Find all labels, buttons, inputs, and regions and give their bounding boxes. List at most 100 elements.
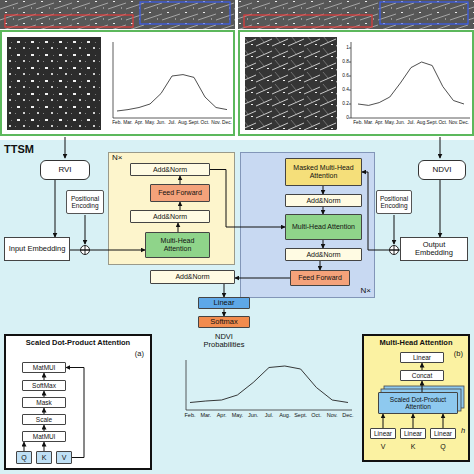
add-symbol bbox=[81, 246, 90, 255]
operation-box: MatMUl bbox=[22, 431, 66, 442]
axis-tick: 0.2 bbox=[342, 101, 349, 106]
masked-attention-box: Masked Multi-Head Attention bbox=[285, 158, 362, 186]
connector bbox=[443, 414, 444, 428]
add-symbol bbox=[390, 246, 399, 255]
box-label: Feed Forward bbox=[158, 189, 202, 197]
month-label: May. bbox=[385, 120, 395, 125]
ttsm-panel: TTSMRVINDVIPositional EncodingPositional… bbox=[0, 140, 474, 474]
box-label: Add&Norm bbox=[153, 166, 187, 174]
panel-tag: (a) bbox=[135, 350, 144, 358]
month-label: Sept. bbox=[294, 412, 307, 418]
box-label: NDVI bbox=[432, 166, 451, 175]
chart-curve bbox=[117, 75, 227, 111]
connector bbox=[66, 368, 84, 458]
inset-panel: Scaled Dot-Product Attention(a)MatMUlSof… bbox=[4, 334, 152, 470]
connector bbox=[235, 278, 290, 279]
axis-tick: 0.6 bbox=[342, 73, 349, 78]
month-label: Apr. bbox=[217, 412, 227, 418]
month-label: Apr. bbox=[135, 120, 144, 125]
month-label: Jul. bbox=[265, 412, 274, 418]
box-label: Feed Forward bbox=[298, 274, 342, 282]
month-label: Feb. bbox=[353, 120, 363, 125]
connector bbox=[180, 176, 181, 184]
input-letter: K bbox=[411, 443, 416, 451]
positional-encoding-box: Positional Encoding bbox=[66, 190, 104, 214]
connector bbox=[422, 363, 423, 370]
concat-box: Concat bbox=[400, 370, 444, 381]
month-label: Mar. bbox=[123, 120, 132, 125]
box-label: Add&Norm bbox=[306, 251, 340, 259]
region-box bbox=[380, 2, 468, 24]
embedding-box: Output Embedding bbox=[400, 237, 468, 261]
month-label: Jul. bbox=[168, 120, 175, 125]
input-index-box: RVI bbox=[40, 160, 90, 180]
flow-arrow bbox=[394, 215, 395, 244]
box-label: Positional Encoding bbox=[69, 195, 101, 209]
output-caption: NDVI Probabilities bbox=[199, 333, 249, 350]
box-label: Linear bbox=[413, 354, 431, 361]
attention-box: Multi-Head Attention bbox=[285, 214, 362, 240]
month-label: Aug. bbox=[279, 412, 290, 418]
month-label: Jul. bbox=[407, 120, 414, 125]
chart-axis bbox=[113, 42, 232, 118]
month-label: May. bbox=[145, 120, 155, 125]
month-label: Feb. bbox=[184, 412, 195, 418]
input-box: K bbox=[36, 451, 52, 464]
axis-tick: 0.8 bbox=[342, 59, 349, 64]
month-label: Jun. bbox=[156, 120, 165, 125]
satellite-image bbox=[0, 0, 235, 29]
feed-forward-box: Feed Forward bbox=[290, 270, 350, 286]
box-label: Masked Multi-Head Attention bbox=[288, 164, 359, 179]
positional-encoding-box: Positional Encoding bbox=[376, 190, 412, 214]
input-box: V bbox=[56, 451, 72, 464]
region-box bbox=[244, 15, 372, 27]
stack-layer bbox=[381, 389, 461, 411]
flow-arrow bbox=[65, 137, 66, 158]
box-label: RVI bbox=[58, 166, 71, 175]
month-label: Jun. bbox=[396, 120, 405, 125]
month-label: May. bbox=[232, 412, 244, 418]
chart-axis bbox=[349, 42, 470, 118]
axis-tick: 0.4 bbox=[342, 87, 349, 92]
month-label: Mar. bbox=[200, 412, 211, 418]
operation-box: MatMUl bbox=[22, 362, 66, 373]
box-label: Add&Norm bbox=[306, 197, 340, 205]
axis-tick: 1 bbox=[346, 45, 349, 50]
linear-box: Linear bbox=[370, 428, 396, 439]
add-norm-box: Add&Norm bbox=[285, 248, 362, 261]
box-label: K bbox=[42, 454, 47, 462]
decoder-block: N×Masked Multi-Head AttentionAdd&NormMul… bbox=[240, 152, 375, 298]
input-letter: V bbox=[381, 443, 386, 451]
connector bbox=[44, 373, 45, 380]
box-label: Mask bbox=[36, 399, 52, 406]
box-label: Add&Norm bbox=[175, 273, 209, 281]
box-label: Input Embedding bbox=[9, 245, 66, 253]
connector bbox=[44, 442, 45, 451]
connector bbox=[44, 425, 45, 431]
month-label: Feb. bbox=[112, 120, 122, 125]
connector bbox=[180, 202, 181, 210]
month-label: Sept. bbox=[188, 120, 199, 125]
region-box bbox=[5, 15, 133, 27]
operation-box: SoftMax bbox=[22, 380, 66, 391]
connector bbox=[44, 408, 45, 414]
connector bbox=[323, 240, 324, 248]
flow-arrow bbox=[85, 215, 86, 244]
connector bbox=[224, 284, 225, 297]
panel-tag: (b) bbox=[454, 350, 463, 358]
connector bbox=[383, 414, 384, 428]
month-label: Nov. bbox=[449, 120, 459, 125]
inset-panel: Multi-Head Attention(b)LinearConcatScale… bbox=[362, 334, 470, 462]
box-label: Concat bbox=[412, 372, 433, 379]
region-box bbox=[140, 2, 230, 24]
box-label: Output Embedding bbox=[403, 241, 465, 258]
connector bbox=[70, 250, 145, 251]
connector bbox=[224, 309, 225, 316]
connector bbox=[210, 170, 285, 228]
connector bbox=[55, 180, 56, 237]
month-label: Dec. bbox=[459, 120, 469, 125]
month-label: Aug. bbox=[178, 120, 188, 125]
embedding-box: Input Embedding bbox=[4, 237, 70, 261]
sar-image bbox=[7, 37, 101, 130]
encoder-block: N×Add&NormFeed ForwardAdd&NormMulti-Head… bbox=[108, 152, 235, 265]
